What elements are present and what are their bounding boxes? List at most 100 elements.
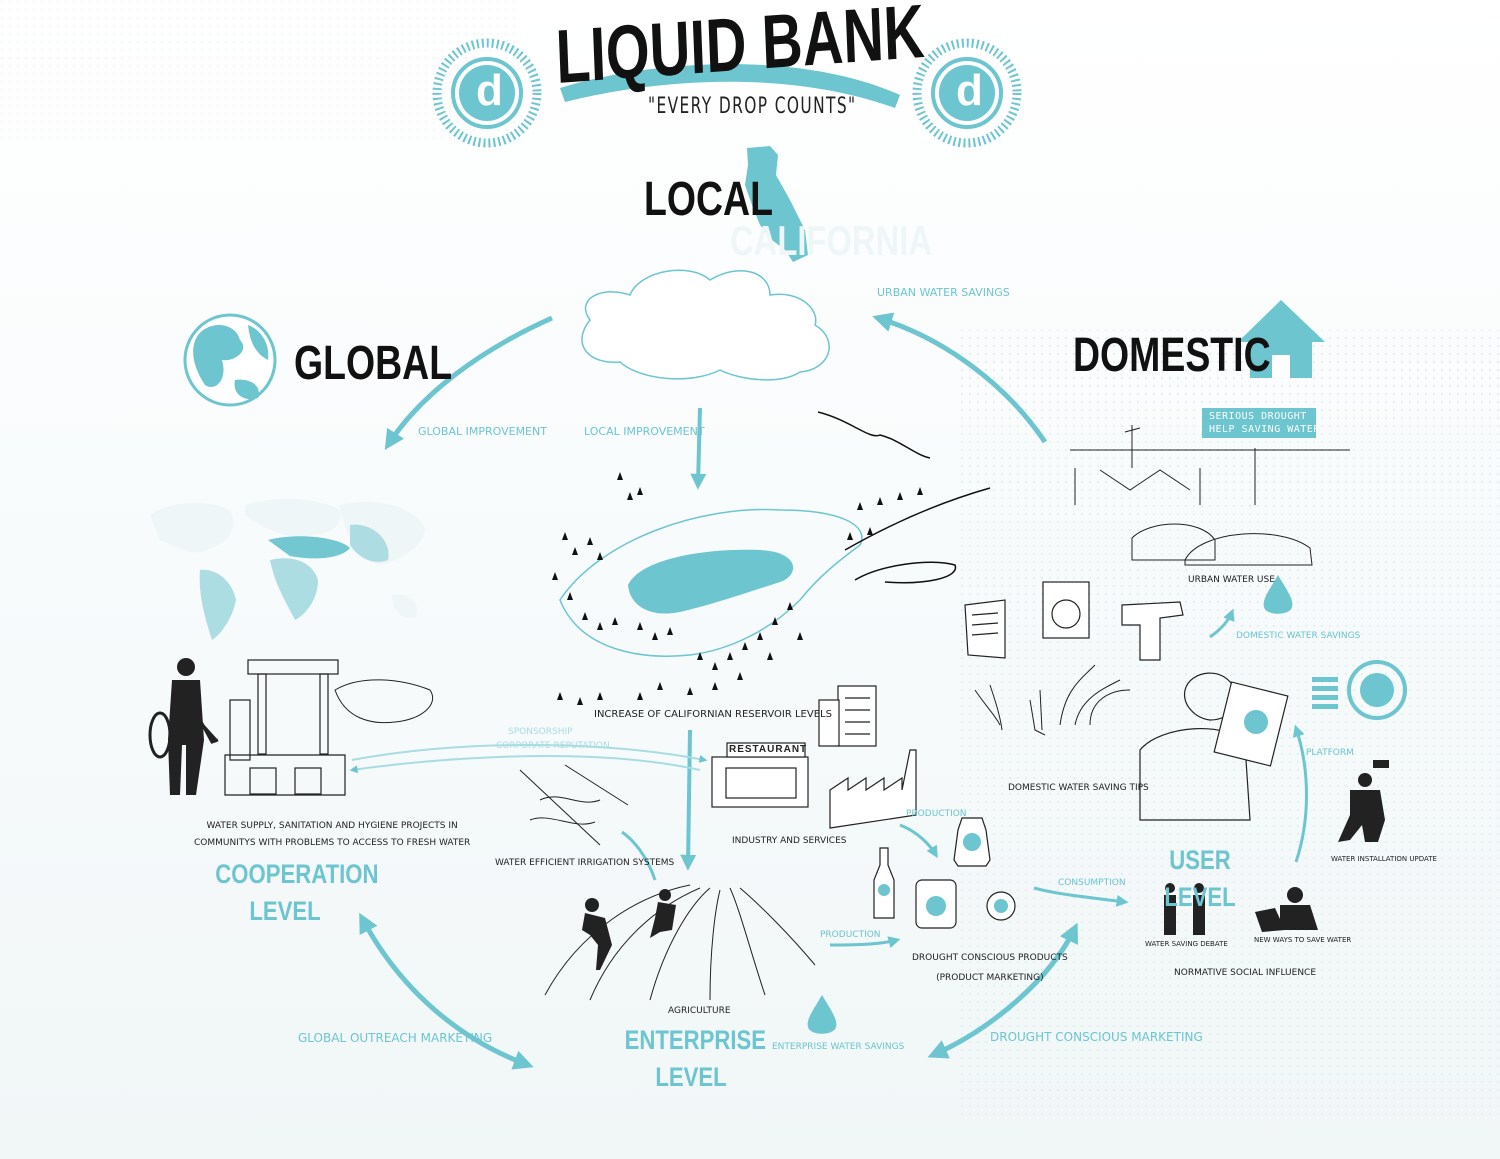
tree-mark [582,612,588,620]
production-label-2: PRODUCTION [906,809,967,819]
tablet-user-icon [1139,672,1289,821]
tree-mark [597,622,603,630]
tree-mark [712,682,718,690]
industry-caption: INDUSTRY AND SERVICES [732,836,847,846]
tree-mark [637,692,643,700]
title-swoosh [560,64,900,108]
platform-arrow [1292,724,1308,863]
local-improvement-label: LOCAL IMPROVEMENT [584,425,705,438]
tree-mark [577,697,583,705]
debate-caption: WATER SAVING DEBATE [1145,940,1228,948]
domestic-water-savings-label: DOMESTIC WATER SAVINGS [1236,631,1361,641]
tree-mark [767,652,773,660]
tree-mark [737,672,743,680]
document-icon [964,599,1006,659]
sponsorship-arrow [349,755,701,774]
tree-mark [567,592,573,600]
tree-mark [587,537,593,545]
drought-marketing-label: DROUGHT CONSCIOUS MARKETING [990,1030,1203,1044]
tree-mark [637,622,643,630]
debate-people-icon [1164,883,1205,935]
cloud-icon [581,269,830,381]
office-building [818,685,877,747]
tree-mark [727,652,733,660]
tree-mark [657,682,663,690]
factory-building [829,749,917,829]
restaurant-sign: RESTAURANT [729,744,808,755]
consumption-arrow [1033,886,1129,907]
user-level-title: USER LEVEL [1164,845,1236,912]
reservoir-lake [559,411,991,657]
world-map [150,498,425,640]
drought-marketing-arrow [927,922,1078,1059]
platform-label: PLATFORM [1306,748,1354,758]
tree-mark [617,472,623,480]
street-scene [1070,425,1350,566]
reputation-arrow [351,744,708,763]
bottle-icon [873,847,895,919]
tree-mark [597,552,603,560]
tree-mark [557,692,563,700]
jar-icon [915,879,957,929]
reservoir-trees [552,472,923,705]
tree-mark [612,617,618,625]
worker-silhouette-icon [148,658,219,795]
tree-mark [877,497,883,505]
plants-icon [974,664,1131,736]
tree-mark [597,692,603,700]
logo-right-letter: d [956,66,983,115]
corporate-reputation-label: CORPORATE REPUTATION [496,741,610,751]
soap-bottle-icon [953,817,991,867]
global-improvement-label: GLOBAL IMPROVEMENT [418,425,547,438]
logo-left-icon [432,38,542,148]
urban-water-savings-label: URBAN WATER SAVINGS [877,286,1010,299]
global-outreach-label: GLOBAL OUTREACH MARKETING [298,1031,493,1045]
enterprise-water-savings-label: ENTERPRISE WATER SAVINGS [772,1042,905,1052]
normative-caption: NORMATIVE SOCIAL INFLUENCE [1174,968,1317,978]
global-label: GLOBAL [294,337,453,390]
farmers-silhouette-icon [582,889,676,970]
irrigation-link [621,830,657,881]
urban-savings-arrow [872,312,1048,444]
production-label-1: PRODUCTION [820,930,881,940]
tree-mark [652,632,658,640]
tree-mark [627,492,633,500]
tree-mark [667,627,673,635]
restaurant-building [711,742,809,808]
global-outreach-arrow [359,912,534,1070]
agriculture-caption: AGRICULTURE [668,1006,731,1016]
new-ways-caption: NEW WAYS TO SAVE WATER [1254,936,1352,944]
products-caption: DROUGHT CONSCIOUS PRODUCTS(PRODUCT MARKE… [912,953,1068,983]
installer-silhouette-icon [1338,760,1389,842]
consumption-label: CONSUMPTION [1058,878,1126,888]
sponsorship-label: SPONSORSHIP [508,727,573,737]
local-label: LOCAL [644,173,773,226]
tree-mark [867,527,873,535]
water-supply-caption: WATER SUPPLY, SANITATION AND HYGIENE PRO… [194,821,471,848]
tree-mark [742,642,748,650]
installation-caption: WATER INSTALLATION UPDATE [1331,855,1437,863]
tree-mark [552,572,558,580]
tree-mark [897,492,903,500]
production-arrow-1 [829,936,901,948]
menu-icon [1312,677,1338,709]
faucet-icon [1121,601,1184,661]
tree-mark [637,487,643,495]
tree-mark [712,662,718,670]
tree-mark [772,617,778,625]
laptop-user-icon [1255,887,1318,932]
well-scene [224,659,433,796]
production-arrow-2 [899,823,938,859]
irrigation-caption: WATER EFFICIENT IRRIGATION SYSTEMS [495,858,675,868]
irrigation-sketch [519,764,629,846]
apple-icon [986,891,1016,921]
tree-mark [697,652,703,660]
domestic-label: DOMESTIC [1073,329,1271,382]
tree-mark [797,632,803,640]
logo-right-icon [912,38,1022,148]
globe-icon [183,313,277,407]
